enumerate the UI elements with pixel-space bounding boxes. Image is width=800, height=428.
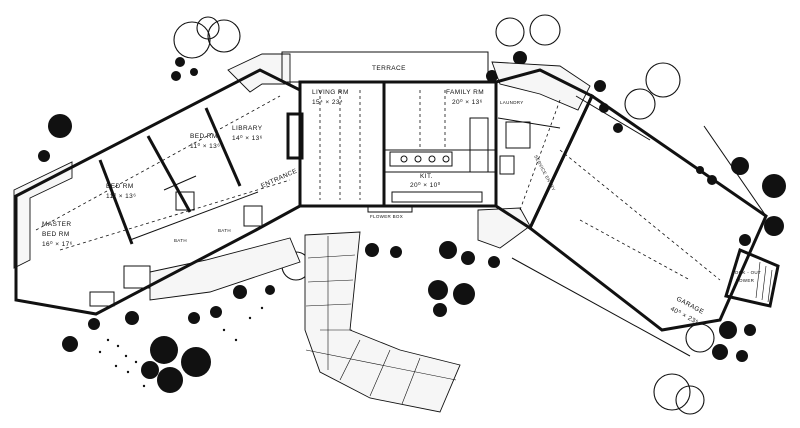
master-bed-room-label-1: MASTER bbox=[42, 221, 72, 228]
lookout-tower-label-2: TOWER bbox=[736, 278, 755, 283]
living-room-label: LIVING RM bbox=[312, 89, 349, 96]
library-size: 14⁰ × 13⁶ bbox=[232, 134, 263, 142]
master-bed-room-size: 16⁰ × 17⁶ bbox=[42, 240, 73, 248]
family-room-label: FAMILY RM bbox=[446, 89, 484, 96]
tree-cluster-right bbox=[624, 62, 681, 120]
terrace-label: TERRACE bbox=[372, 65, 406, 72]
lookout-tower bbox=[724, 247, 780, 308]
bed-room-1-label: BED RM bbox=[190, 133, 218, 140]
flower-box-label: FLOWER BOX bbox=[370, 214, 403, 219]
family-room-size: 20⁰ × 13⁶ bbox=[452, 98, 483, 106]
service-entry-label: SERVICE ENTRY bbox=[533, 154, 556, 192]
fireplace-icon bbox=[286, 112, 304, 160]
tree-cluster-top-right bbox=[495, 14, 561, 47]
garage bbox=[511, 93, 768, 357]
bath-1-label: BATH bbox=[174, 238, 187, 243]
stone-walkway bbox=[304, 231, 461, 413]
library-label: LIBRARY bbox=[232, 125, 263, 132]
ground-dots bbox=[98, 306, 264, 388]
tree-cluster-top-left bbox=[173, 16, 241, 59]
laundry-label: LAUNDRY bbox=[500, 100, 524, 105]
stone-wall-left-wing bbox=[13, 53, 301, 301]
kitchen-size: 20⁰ × 10⁰ bbox=[410, 181, 441, 189]
bed-room-2-label: BED RM bbox=[106, 183, 134, 190]
master-bed-room-label-2: BED RM bbox=[42, 231, 70, 238]
bath-2-label: BATH bbox=[218, 228, 231, 233]
lookout-tower-label-1: LOOK - OUT bbox=[732, 270, 761, 275]
flower-box-icon bbox=[367, 205, 413, 213]
living-room-size: 15⁴ × 23⁴ bbox=[312, 99, 343, 106]
shrub-plantings bbox=[38, 51, 786, 393]
entrance-label: ENTRANCE bbox=[260, 167, 299, 189]
bedroom-wing bbox=[14, 68, 302, 316]
kitchen-label: KIT. bbox=[420, 173, 433, 180]
bed-room-1-size: 11⁰ × 13⁶ bbox=[190, 142, 220, 150]
bed-room-2-size: 11⁰ × 13⁶ bbox=[106, 192, 136, 200]
tree-cluster-bottom-right bbox=[653, 323, 715, 415]
